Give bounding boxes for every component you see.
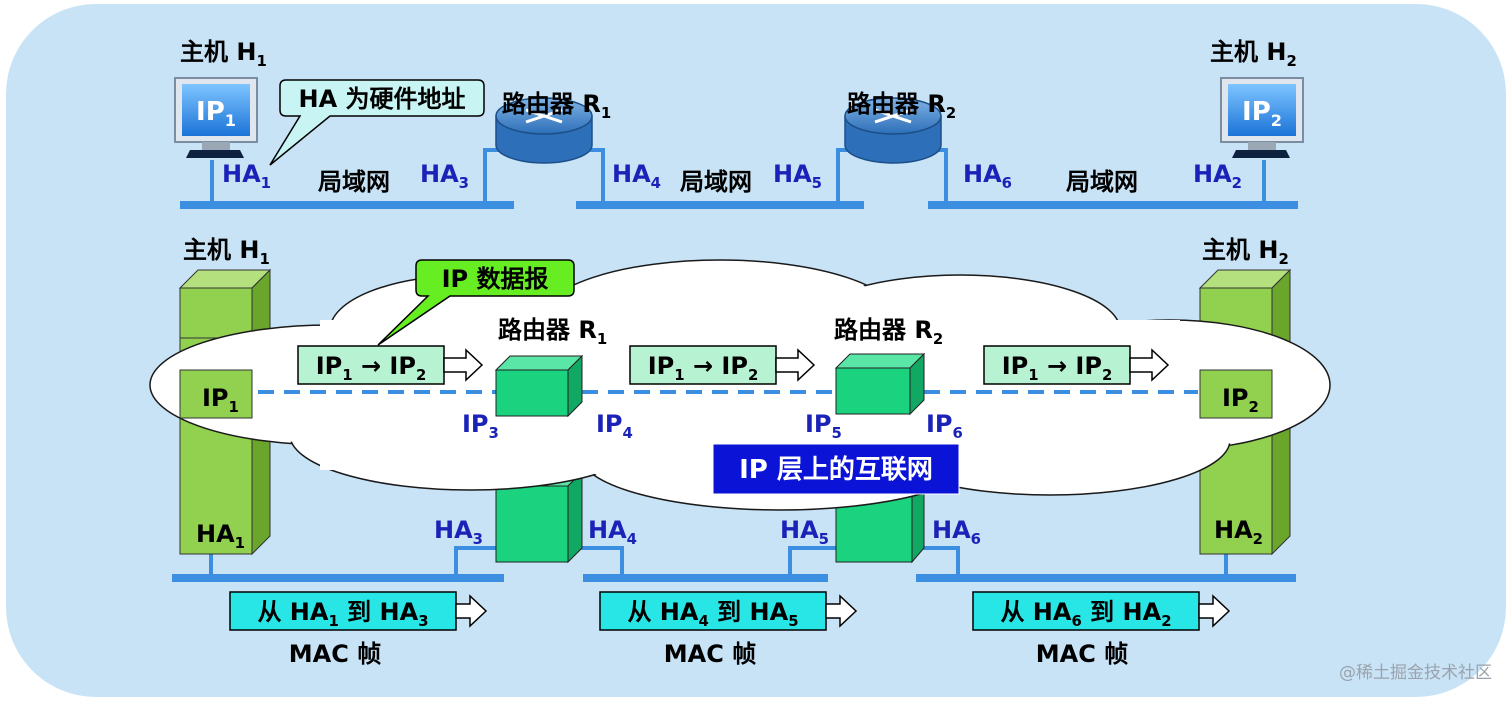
host2-ip-label: IP2 <box>1222 384 1259 416</box>
bottom-host1-label: 主机 H1 <box>183 236 270 268</box>
frame-arrow-icon <box>455 594 488 628</box>
top-router1-label: 路由器 R1 <box>502 90 611 122</box>
router2-ip-block <box>834 352 926 416</box>
host1-ha-label: HA1 <box>196 520 245 552</box>
mac-frame-1: 从 HA1 到 HA3 <box>229 591 488 631</box>
host1-computer-icon: IP1 <box>174 77 258 158</box>
top-ha4: HA4 <box>612 160 661 192</box>
datagram-box-3: IP1 → IP2 <box>983 345 1170 385</box>
lan-label-3: 局域网 <box>1066 168 1138 196</box>
svg-text:从 HA4 到 HA5: 从 HA4 到 HA5 <box>627 598 798 630</box>
svg-text:IP1 → IP2: IP1 → IP2 <box>648 352 759 384</box>
bottom-ha5: HA5 <box>780 516 829 548</box>
top-router2-label: 路由器 R2 <box>847 90 956 122</box>
host1-screen-label: IP1 <box>196 97 236 130</box>
mac-frame-2: 从 HA4 到 HA5 <box>599 591 858 631</box>
ip5-label: IP5 <box>805 410 842 442</box>
frame-arrow-icon <box>1198 594 1231 628</box>
host1-ip-label: IP1 <box>202 384 239 416</box>
bottom-ha6: HA6 <box>932 516 981 548</box>
lan-line-1 <box>180 201 514 209</box>
svg-text:从 HA1 到 HA3: 从 HA1 到 HA3 <box>257 598 428 630</box>
lan-label-1: 局域网 <box>318 168 390 196</box>
watermark: @稀土掘金技术社区 <box>1339 663 1492 683</box>
svg-text:IP1 → IP2: IP1 → IP2 <box>1002 352 1113 384</box>
host2-ip-layer <box>1199 369 1273 419</box>
mac-line-1 <box>172 574 504 582</box>
datagram-arrow-icon <box>443 348 484 382</box>
lan-line-3 <box>928 201 1298 209</box>
host2-ha-label: HA2 <box>1214 516 1263 548</box>
datagram-arrow-icon <box>775 348 816 382</box>
lan-label-2: 局域网 <box>680 168 752 196</box>
ip6-label: IP6 <box>926 410 963 442</box>
bottom-ha3: HA3 <box>434 516 483 548</box>
svg-text:IP1 → IP2: IP1 → IP2 <box>316 352 427 384</box>
ip-datagram-callout: IP 数据报 <box>377 259 575 346</box>
top-host2-label: 主机 H2 <box>1210 38 1297 70</box>
mac-label-3: MAC 帧 <box>1036 640 1128 668</box>
host2-screen-label: IP2 <box>1242 97 1282 130</box>
top-host1-label: 主机 H1 <box>180 38 267 70</box>
datagram-box-1: IP1 → IP2 <box>297 345 484 385</box>
bottom-ha4: HA4 <box>588 516 637 548</box>
mac-label-1: MAC 帧 <box>289 640 381 668</box>
datagram-arrow-icon <box>1129 348 1170 382</box>
ip3-label: IP3 <box>462 410 499 442</box>
ip-layer-label: IP 层上的互联网 <box>739 454 933 485</box>
mac-label-2: MAC 帧 <box>664 640 756 668</box>
host-drop-lines <box>210 160 1266 205</box>
mac-line-3 <box>916 574 1296 582</box>
router2-mac-drops <box>788 546 960 578</box>
bottom-router2-label: 路由器 R2 <box>834 316 943 348</box>
router1-drop-lines <box>483 148 605 205</box>
host2-computer-icon: IP2 <box>1220 77 1304 158</box>
host1-ip-layer <box>179 369 253 419</box>
mac-frame-3: 从 HA6 到 HA2 <box>972 591 1231 631</box>
top-ha1: HA1 <box>222 160 271 192</box>
router1-ip-block <box>494 354 584 418</box>
router1-mac-drops <box>454 546 624 578</box>
frame-arrow-icon <box>825 594 858 628</box>
ip-layer-label-box <box>712 443 960 495</box>
top-ha2: HA2 <box>1193 160 1242 192</box>
mac-line-2 <box>583 574 828 582</box>
top-ha5: HA5 <box>773 160 822 192</box>
datagram-callout-text: IP 数据报 <box>442 265 549 293</box>
top-ha6: HA6 <box>963 160 1012 192</box>
router2-icon <box>844 97 942 164</box>
hardware-address-callout: HA 为硬件地址 <box>269 79 485 166</box>
bottom-host2-label: 主机 H2 <box>1202 236 1289 268</box>
callout-text: HA 为硬件地址 <box>298 85 465 113</box>
ip4-label: IP4 <box>596 410 633 442</box>
svg-text:从 HA6 到 HA2: 从 HA6 到 HA2 <box>1000 598 1171 630</box>
bottom-router1-label: 路由器 R1 <box>498 316 607 348</box>
datagram-box-2: IP1 → IP2 <box>629 345 816 385</box>
top-ha3: HA3 <box>420 160 469 192</box>
lan-line-2 <box>576 201 864 209</box>
router1-icon <box>495 97 593 164</box>
